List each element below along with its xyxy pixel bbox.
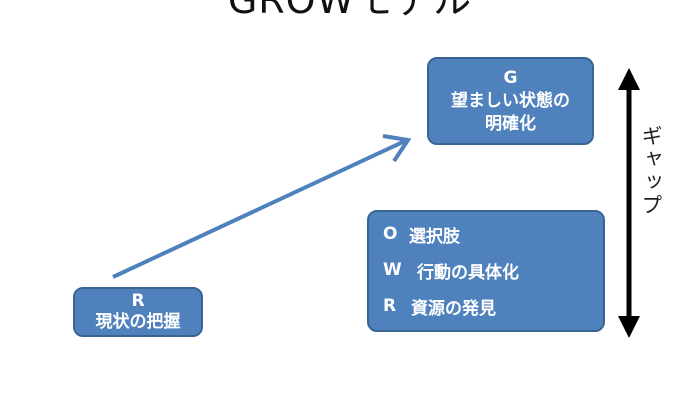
progress-arrow (112, 139, 406, 279)
options-will-box: O 選択肢 W 行動の具体化 R 資源の発見 (367, 210, 605, 332)
options-letter: O (383, 224, 398, 244)
options-row: O 選択肢 (383, 216, 603, 252)
goal-letter: G (503, 67, 518, 88)
goal-line-2: 明確化 (485, 113, 536, 134)
gap-arrow-top-head (618, 68, 640, 90)
will-label: 行動の具体化 (417, 262, 519, 283)
resource-label: 資源の発見 (411, 298, 496, 319)
progress-arrow-head (382, 134, 412, 163)
diagram-title: GROWモデル (227, 0, 473, 22)
goal-line-1: 望ましい状態の (451, 90, 570, 111)
reality-letter: R (131, 291, 145, 311)
resource-row: R 資源の発見 (383, 288, 603, 324)
gap-arrow-bottom-head (618, 316, 640, 338)
options-label: 選択肢 (409, 226, 460, 247)
gap-label: ギャップ (639, 125, 663, 217)
resource-letter: R (383, 296, 397, 316)
will-row: W 行動の具体化 (383, 252, 603, 288)
reality-label: 現状の把握 (95, 312, 181, 332)
will-letter: W (383, 260, 402, 280)
goal-box: G 望ましい状態の 明確化 (427, 57, 594, 145)
reality-box: R 現状の把握 (73, 287, 203, 337)
